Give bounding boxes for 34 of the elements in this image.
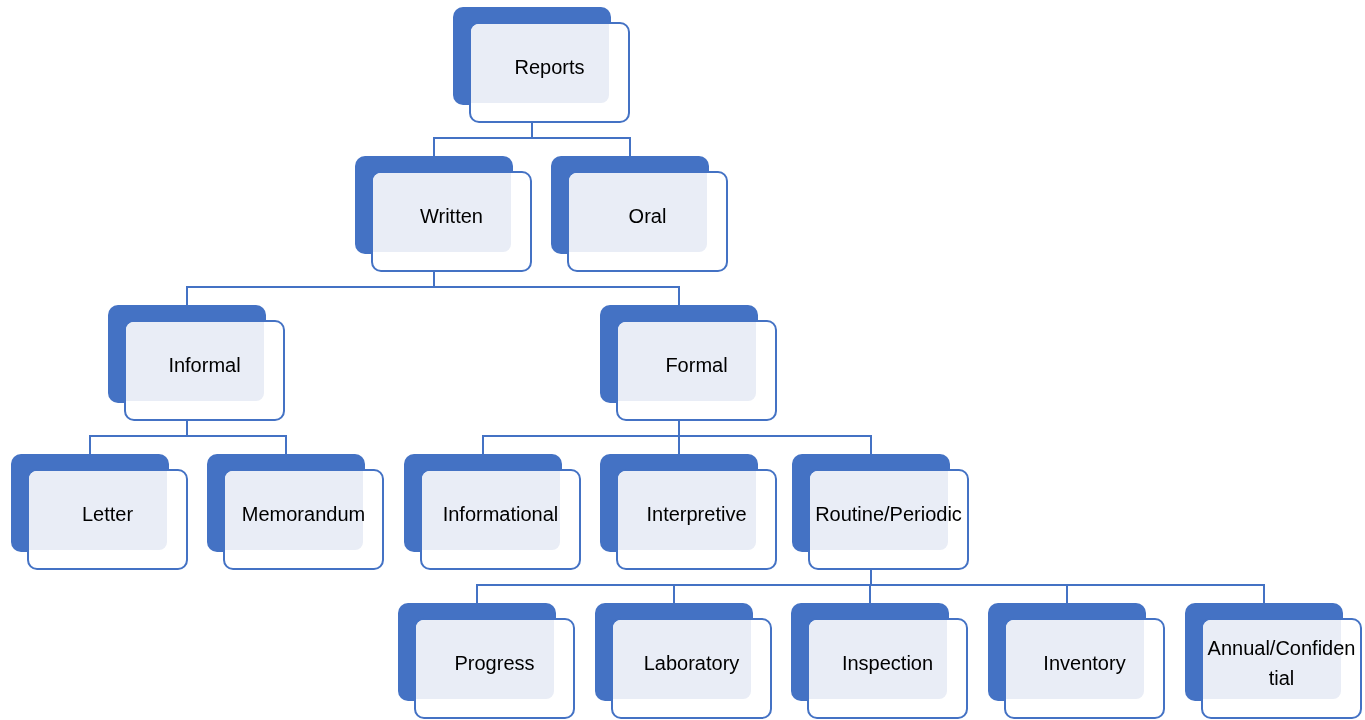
node-label: Progress — [454, 650, 535, 676]
node-box — [11, 454, 188, 570]
connector-line — [186, 420, 287, 455]
node-label: Letter — [81, 501, 134, 527]
node-label: Inspection — [841, 650, 934, 676]
node-box — [600, 305, 777, 421]
node-label: Inventory — [1043, 650, 1126, 676]
node-label: Written — [420, 203, 483, 229]
connector-line — [433, 271, 680, 306]
node-box — [988, 603, 1165, 719]
node-label: Memorandum — [241, 501, 366, 527]
node-box — [551, 156, 728, 272]
node-label: Formal — [665, 352, 728, 378]
node-box — [207, 454, 384, 570]
node-label: Annual/Confidential — [1207, 635, 1356, 691]
node-label: Laboratory — [643, 650, 740, 676]
node-label: Oral — [628, 203, 667, 229]
node-box — [453, 7, 630, 123]
node-box — [792, 454, 969, 570]
node-box — [1185, 603, 1362, 719]
node-label: Interpretive — [646, 501, 747, 527]
node-label: Informational — [442, 501, 559, 527]
node-label: Informal — [168, 352, 241, 378]
node-box — [108, 305, 285, 421]
node-box — [595, 603, 772, 719]
node-box — [404, 454, 581, 570]
node-box — [600, 454, 777, 570]
node-box — [355, 156, 532, 272]
connector-line — [531, 122, 631, 157]
node-box — [398, 603, 575, 719]
node-label: Routine/Periodic — [815, 501, 962, 527]
connector-line — [678, 420, 872, 455]
node-box — [791, 603, 968, 719]
node-label: Reports — [514, 54, 585, 80]
